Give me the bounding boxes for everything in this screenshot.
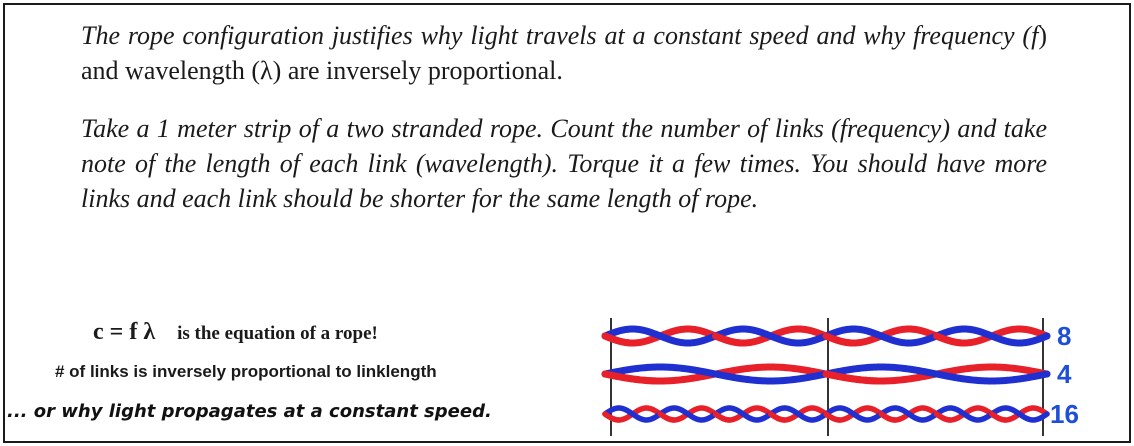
rope-4-crossing [601,370,664,385]
rope-8-crossing [822,332,858,347]
rope-8-crossing [601,332,637,347]
equation-description: is the equation of a rope! [177,323,378,344]
paragraph1-part1: The rope configuration justifies why lig… [81,21,1032,50]
paragraph-instructions: Take a 1 meter strip of a two stranded r… [81,114,1047,213]
rope-16-crossing [602,411,622,423]
paragraph1-part2: ) and wavelength ( [81,21,1047,85]
rope-16-crossing [933,411,953,423]
rope-diagram: 8 4 16 [601,318,1079,436]
links-inverse-text: # of links is inversely proportional to … [55,362,437,381]
rope-label-4: 4 [1057,359,1072,389]
constant-speed-text: ... or why light propagates at a constan… [7,401,492,422]
rope-label-16: 16 [1050,399,1079,429]
rope-8-crossing [712,332,748,347]
rope-16-crossing [823,411,843,423]
rope-strands [601,325,1051,423]
rope-8-crossing [933,332,969,347]
rope-16-crossing [989,411,1009,423]
symbol-lambda: λ [260,56,273,85]
paragraph1-part3: ) are inversely proportional. [272,56,563,85]
rope-label-8: 8 [1057,321,1071,351]
rope-16-crossing [878,411,898,423]
rope-4-crossing [822,370,885,385]
equation-formula: c = f λ [93,319,156,345]
rope-16-crossing [657,411,677,423]
paragraph-rope-configuration: The rope configuration justifies why lig… [81,18,1047,88]
rope-16-crossing [768,411,788,423]
text-box-frame: The rope configuration justifies why lig… [3,3,1131,443]
rope-16-crossing [712,411,732,423]
equation-line: c = f λ is the equation of a rope! [93,319,378,346]
symbol-f: f [1031,21,1039,50]
